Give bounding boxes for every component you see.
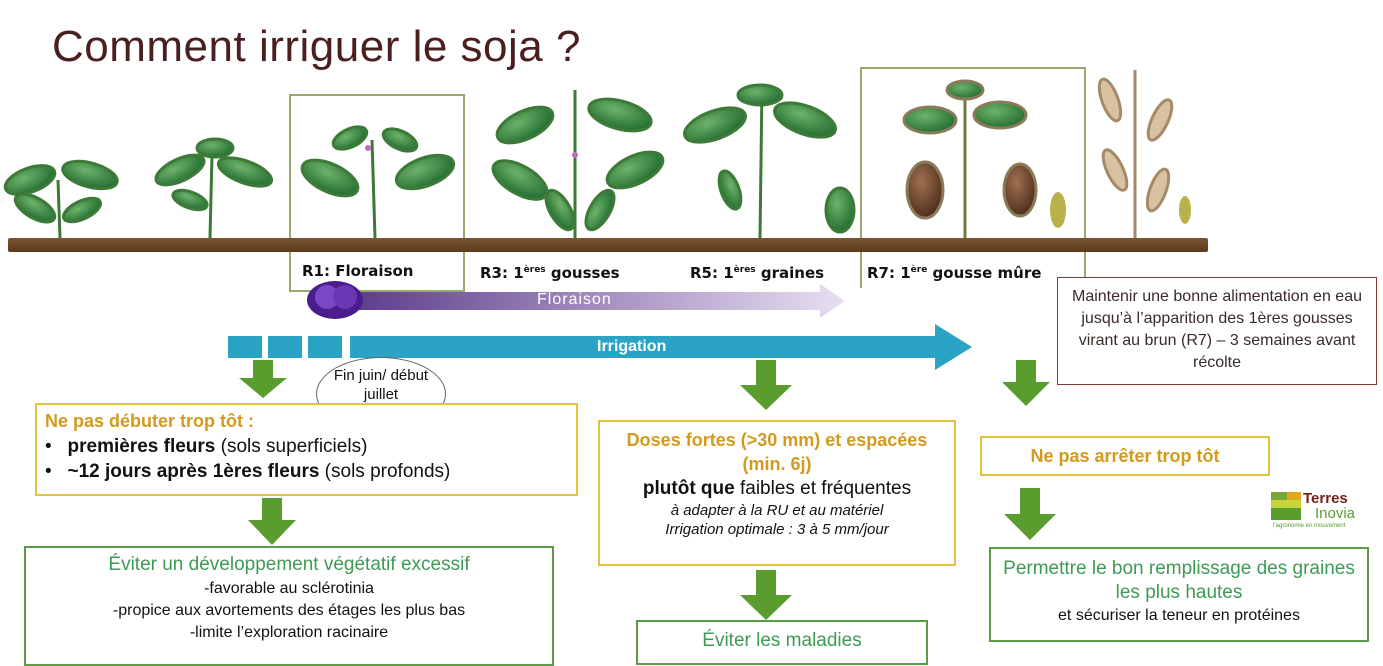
- plant-r7: [902, 79, 1066, 238]
- right-heading: Ne pas arrêter trop tôt: [1030, 446, 1220, 466]
- floraison-label: Floraison: [537, 291, 612, 308]
- middle-result: Éviter les maladies: [702, 630, 862, 651]
- right-note: Maintenir une bonne alimentation en eau …: [1057, 277, 1377, 385]
- right-advice-box: Ne pas arrêter trop tôt: [980, 436, 1270, 476]
- stage-r7-label: R7: 1ère gousse mûre: [867, 264, 1042, 282]
- page-title: Comment irriguer le soja ?: [52, 22, 581, 71]
- logo-line1: Terres: [1303, 490, 1348, 507]
- left-result-title: Éviter un développement végétatif excess…: [108, 554, 470, 575]
- left-bullet-1: • premières fleurs (sols superficiels): [45, 436, 368, 457]
- right-result-line: et sécuriser la teneur en protéines: [1058, 607, 1300, 624]
- irrigation-block-2: [268, 336, 302, 358]
- left-bullet-2: • ~12 jours après 1ères fleurs (sols pro…: [45, 461, 451, 482]
- left-result-line-1: -favorable au sclérotinia: [204, 580, 374, 597]
- right-result-box: Permettre le bon remplissage des graines…: [989, 547, 1369, 642]
- middle-heading: Doses fortes (>30 mm) et espacées (min. …: [626, 430, 928, 474]
- plant-vegetative-1: [3, 159, 119, 239]
- arrow-down-left-2: [248, 498, 296, 545]
- arrow-down-right-2: [1004, 488, 1056, 540]
- arrow-down-middle-2: [740, 570, 792, 620]
- stage-r5-label: R5: 1ères graines: [690, 264, 825, 282]
- soybean-growth-illustration: [3, 70, 1191, 239]
- left-result-box: Éviter un développement végétatif excess…: [24, 546, 554, 666]
- left-result-line-2: -propice aux avortements des étages les …: [112, 602, 466, 619]
- arrow-down-left-1: [239, 360, 287, 398]
- arrow-down-middle-1: [740, 360, 792, 410]
- irrigation-block-3: [308, 336, 342, 358]
- middle-line: plutôt que faibles et fréquentes: [642, 478, 912, 499]
- left-result-line-3: -limite l’exploration racinaire: [189, 624, 389, 641]
- irrigation-arrow: [350, 324, 972, 370]
- irrigation-label: Irrigation: [597, 338, 667, 355]
- plant-r1: [300, 125, 456, 239]
- r1-frame: [289, 94, 465, 292]
- floraison-arrow: [307, 281, 845, 319]
- r7-frame: [860, 67, 1086, 288]
- plant-vegetative-2: [154, 137, 274, 239]
- irrigation-block-1: [228, 336, 262, 358]
- middle-italic-1: à adapter à la RU et au matériel: [670, 502, 884, 519]
- plant-r3: [491, 90, 665, 238]
- logo-tagline: l’agronomie en mouvement: [1273, 523, 1346, 529]
- left-advice-box: Ne pas débuter trop tôt : • premières fl…: [35, 403, 578, 496]
- left-heading: Ne pas débuter trop tôt :: [45, 411, 255, 431]
- plant-r5: [683, 83, 856, 239]
- middle-advice-box: Doses fortes (>30 mm) et espacées (min. …: [598, 420, 956, 566]
- terres-inovia-logo: Terres Inovia l’agronomie en mouvement: [1271, 490, 1367, 534]
- middle-italic-2: Irrigation optimale : 3 à 5 mm/jour: [665, 521, 889, 538]
- plant-mature: [1097, 70, 1191, 238]
- middle-result-box: Éviter les maladies: [636, 620, 928, 665]
- soil-line: [8, 238, 1208, 252]
- logo-line2: Inovia: [1315, 505, 1356, 522]
- stage-r1-label: R1: Floraison: [302, 262, 414, 280]
- stage-r3-label: R3: 1ères gousses: [480, 264, 620, 282]
- right-result-title: Permettre le bon remplissage des graines…: [1003, 558, 1355, 603]
- arrow-down-right-1: [1002, 360, 1050, 406]
